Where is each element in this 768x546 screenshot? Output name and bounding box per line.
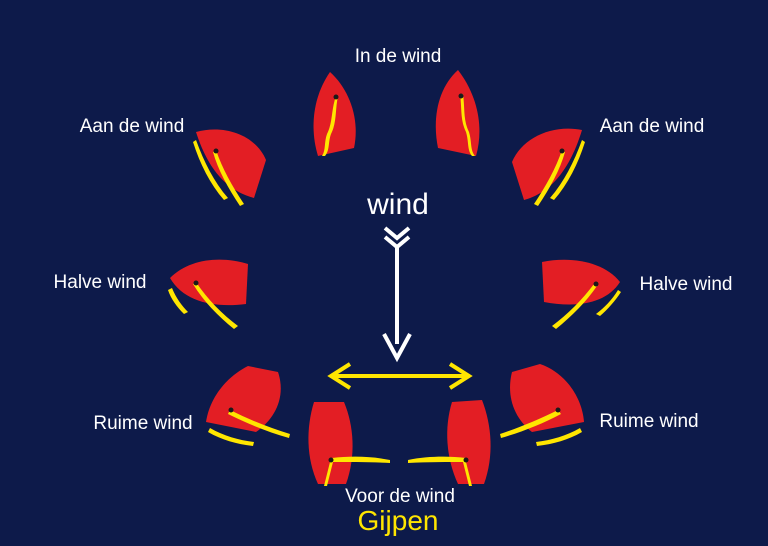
label-gijpen: Gijpen (358, 505, 439, 536)
jib (550, 140, 585, 200)
hull (510, 364, 584, 432)
wind-chevron-1 (383, 226, 411, 241)
sail (552, 284, 597, 329)
wind-arrow (382, 226, 412, 363)
label-wind: wind (366, 188, 429, 221)
mast (559, 148, 565, 154)
wind-arrow-head (382, 333, 412, 363)
sail (534, 150, 565, 206)
boat-ruime-wind-right (500, 364, 584, 446)
mast (328, 457, 334, 463)
label-halve-wind-left: Halve wind (54, 272, 147, 293)
sail (332, 456, 390, 463)
boat-voor-de-wind-right (408, 400, 491, 486)
hull (435, 70, 480, 156)
mast (555, 407, 561, 413)
mast (213, 148, 219, 154)
mast (193, 280, 199, 286)
mast (228, 407, 234, 413)
sail (408, 456, 466, 463)
boat-aan-de-wind-left (193, 129, 266, 206)
sail-telltale (324, 462, 333, 486)
boat-in-de-wind-right (435, 70, 480, 156)
label-halve-wind-right: Halve wind (640, 274, 733, 295)
hull (206, 366, 281, 432)
boat-ruime-wind-left (206, 366, 290, 446)
label-ruime-wind-right: Ruime wind (599, 411, 698, 432)
hull (196, 129, 266, 198)
hull (512, 128, 582, 200)
mast (333, 94, 339, 100)
sail (193, 282, 238, 329)
sail-telltale (463, 462, 472, 486)
sail (322, 96, 338, 156)
hull (542, 259, 620, 305)
sail (460, 94, 475, 156)
hull (308, 402, 353, 484)
jib (168, 288, 188, 314)
boat-aan-de-wind-right (512, 128, 585, 206)
mast (463, 457, 469, 463)
sail (213, 150, 244, 206)
gybe-arrow-head-left (327, 362, 352, 390)
label-aan-de-wind-left: Aan de wind (80, 116, 185, 137)
label-voor-de-wind: Voor de wind (345, 486, 455, 507)
jib (208, 428, 254, 446)
boat-halve-wind-left (168, 259, 248, 329)
label-ruime-wind-left: Ruime wind (93, 413, 192, 434)
gybe-arrow-head-right (448, 362, 473, 390)
jib (596, 290, 621, 316)
boat-voor-de-wind-left (308, 402, 390, 486)
wind-chevron-2 (383, 235, 411, 250)
gybe-arrow (327, 362, 473, 390)
mast (458, 93, 464, 99)
label-aan-de-wind-right: Aan de wind (600, 116, 705, 137)
hull (447, 400, 491, 484)
hull (170, 259, 248, 306)
mast (593, 281, 599, 287)
sail (500, 410, 561, 438)
boat-in-de-wind-left (313, 72, 356, 156)
boat-halve-wind-right (542, 259, 621, 329)
jib (536, 428, 582, 446)
sail (228, 410, 290, 438)
label-in-de-wind: In de wind (355, 46, 442, 67)
jib (193, 140, 228, 200)
